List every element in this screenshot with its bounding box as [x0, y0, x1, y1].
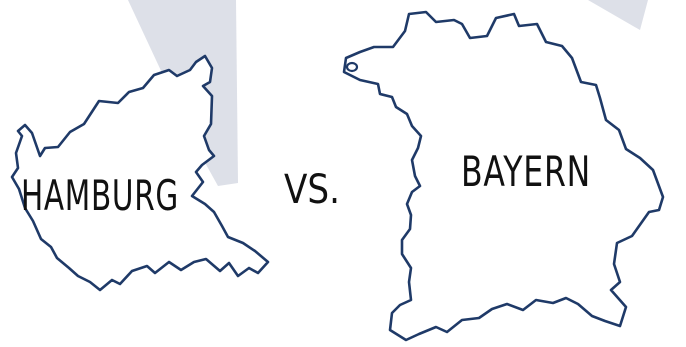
spotlight-ray-right	[588, 0, 648, 30]
vs-label: VS.	[284, 167, 340, 213]
bayern-outline	[342, 10, 665, 342]
bayern-lake-detail	[345, 61, 359, 73]
bayern-label: BAYERN	[461, 147, 591, 196]
hamburg-outline	[10, 54, 270, 292]
hamburg-label: HAMBURG	[21, 171, 179, 220]
